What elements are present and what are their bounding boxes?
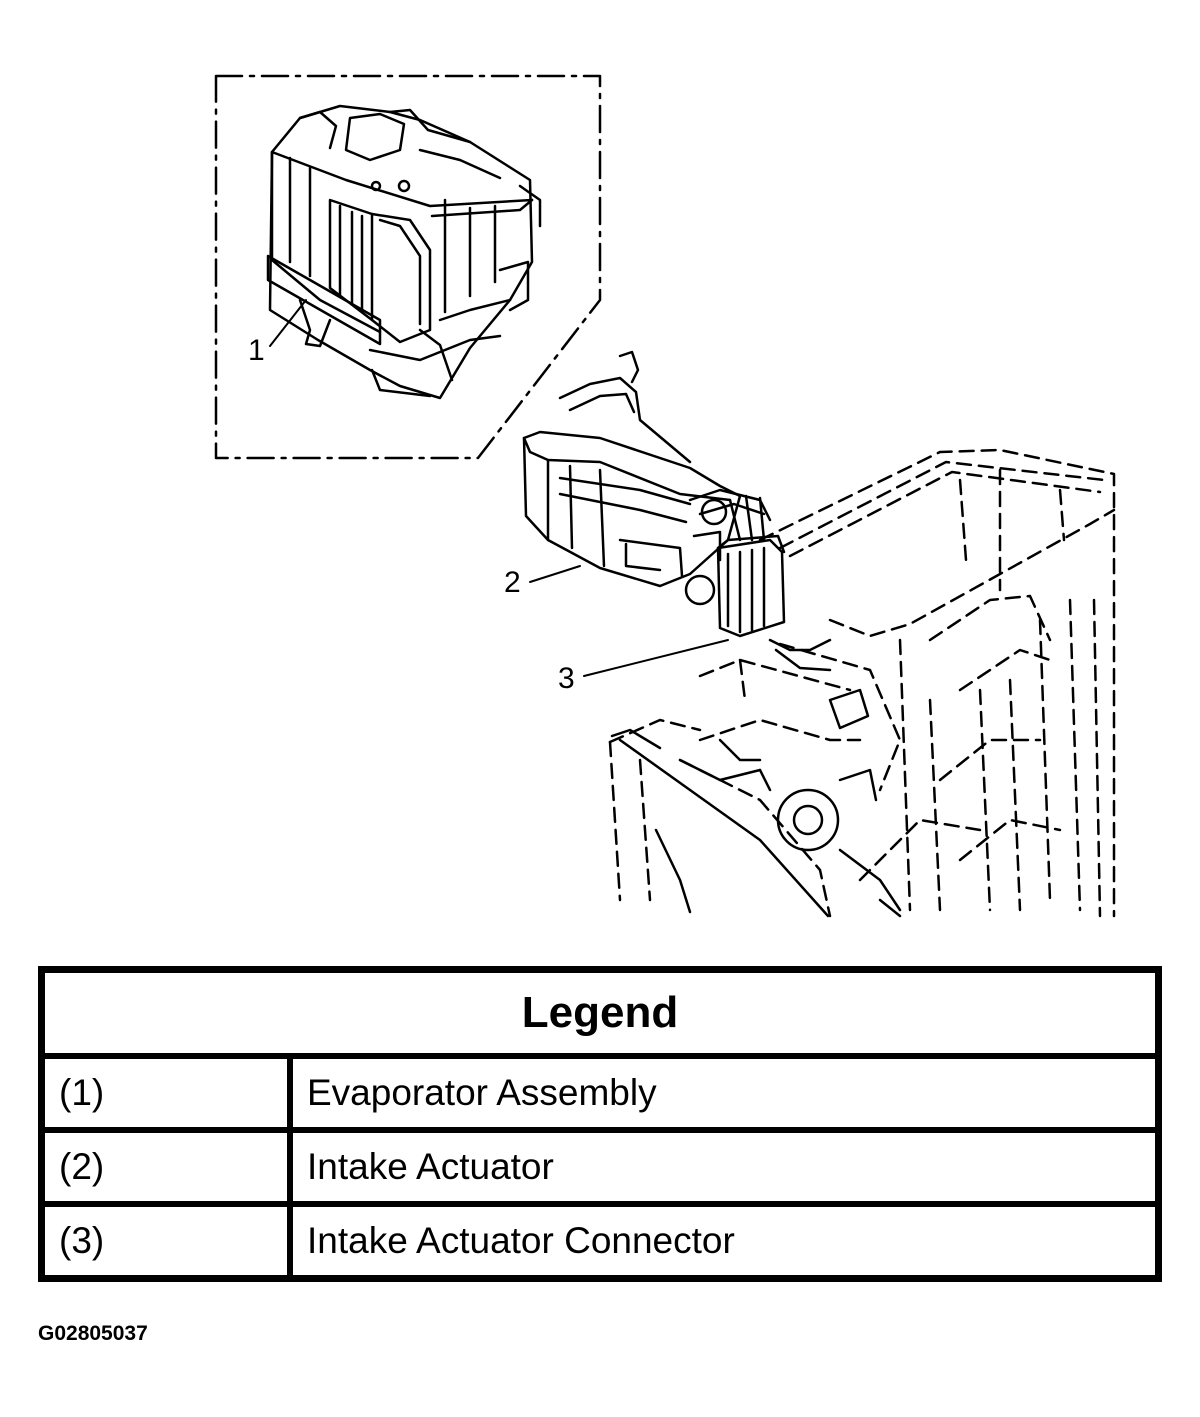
legend-item-number: (3) bbox=[38, 1201, 293, 1282]
legend-item-label: Intake Actuator bbox=[287, 1127, 1162, 1207]
detail-inset-frame bbox=[214, 74, 602, 460]
legend-item-label: Evaporator Assembly bbox=[287, 1053, 1162, 1133]
leader-line-3 bbox=[583, 639, 729, 677]
callout-3: 3 bbox=[558, 662, 575, 695]
leader-line-1 bbox=[269, 299, 307, 347]
legend-header-row: Legend bbox=[38, 966, 1162, 1059]
legend-item-number: (1) bbox=[38, 1053, 293, 1133]
legend-item-label: Intake Actuator Connector bbox=[287, 1201, 1162, 1282]
intake-actuator-connector bbox=[716, 494, 786, 638]
legend-row: (1) Evaporator Assembly bbox=[38, 1053, 1162, 1133]
leader-line-2 bbox=[529, 565, 581, 583]
evaporator-assembly bbox=[266, 104, 542, 400]
callout-2: 2 bbox=[504, 566, 521, 599]
housing-knob bbox=[776, 788, 840, 852]
component-illustration bbox=[214, 74, 1116, 918]
callout-1: 1 bbox=[248, 334, 265, 367]
legend-title: Legend bbox=[38, 966, 1162, 1059]
legend-row: (3) Intake Actuator Connector bbox=[38, 1201, 1162, 1282]
intake-actuator bbox=[522, 350, 772, 606]
legend-table: Legend (1) Evaporator Assembly (2) Intak… bbox=[38, 966, 1162, 1282]
hvac-housing bbox=[608, 448, 1116, 918]
legend-row: (2) Intake Actuator bbox=[38, 1127, 1162, 1207]
legend-item-number: (2) bbox=[38, 1127, 293, 1207]
housing-details bbox=[610, 638, 902, 918]
figure-id: G02805037 bbox=[38, 1322, 148, 1345]
